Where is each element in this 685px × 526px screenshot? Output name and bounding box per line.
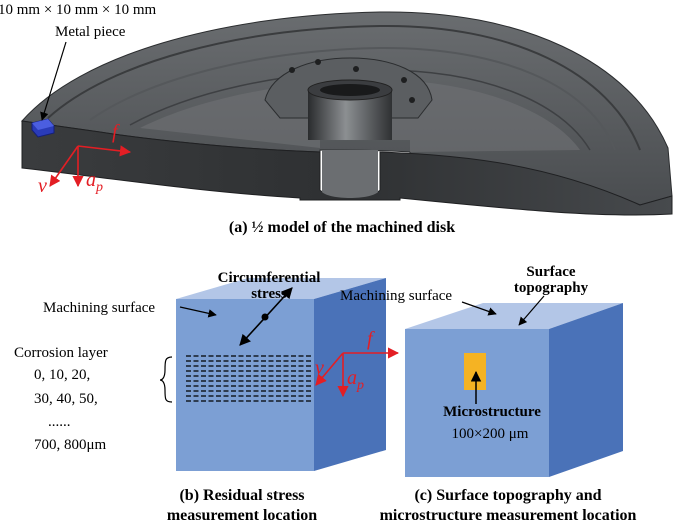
depth-values-2: 30, 40, 50, <box>34 391 98 407</box>
axis-f-arrow <box>77 145 132 157</box>
disk-cross-section <box>21 120 673 216</box>
axis-v-arrow <box>49 145 79 187</box>
caption-b-2: measurement location <box>167 507 317 524</box>
cube-c-top <box>405 303 623 329</box>
cube-c-front <box>405 329 549 477</box>
disk-model <box>21 11 673 216</box>
bolt-hole <box>289 67 295 73</box>
machining-surface-leader-c <box>461 301 497 316</box>
microstructure-patch <box>464 353 486 390</box>
axis-f-label: f <box>112 121 120 143</box>
bolt-hole <box>315 59 321 65</box>
middle-axes: f v ap <box>315 328 400 398</box>
surface-topography-label-1: Surface <box>526 264 575 280</box>
caption-c-1: (c) Surface topography and <box>414 487 601 504</box>
circumferential-label-1: Circumferential <box>218 270 321 286</box>
axis-ap-label: ap <box>86 169 103 195</box>
metal-piece-leader <box>40 41 67 121</box>
cube-b-front <box>176 299 314 471</box>
panel-b-cube <box>176 278 386 471</box>
metal-piece-top <box>32 119 54 130</box>
machining-surface-label-b: Machining surface <box>43 300 155 316</box>
caption-b-1: (b) Residual stress <box>179 487 304 504</box>
bolt-hole <box>353 66 359 72</box>
caption-c-2: microstructure measurement location <box>380 507 637 524</box>
metal-piece-label: Metal piece <box>55 24 126 40</box>
circumferential-label-2: stress <box>251 286 287 302</box>
machining-surface-label-c: Machining surface <box>340 288 452 304</box>
stress-point <box>261 313 269 321</box>
depth-brace <box>159 356 173 403</box>
microstructure-size: 100×200 μm <box>452 426 529 442</box>
dimension-label: 10 mm × 10 mm × 10 mm <box>0 2 157 18</box>
axis-v-arrow-c <box>315 352 344 386</box>
top-axes: f v ap <box>38 121 132 197</box>
axis-v-label-c: v <box>315 357 324 379</box>
surface-topography-leader <box>518 295 545 326</box>
cube-c-side <box>549 303 623 477</box>
bolt-hole <box>409 97 415 103</box>
panel-c-cube <box>405 303 623 477</box>
machining-surface-leader-b <box>179 306 217 318</box>
surface-topography-label-2: topography <box>514 280 589 296</box>
cube-b-side <box>314 278 386 471</box>
caption-a: (a) ½ model of the machined disk <box>229 219 455 236</box>
depth-values-4: 700, 800μm <box>34 437 107 453</box>
corrosion-layer-label: Corrosion layer <box>14 345 108 361</box>
disk-hub-bore <box>320 84 380 96</box>
depth-values-3: ...... <box>48 414 71 430</box>
microstructure-label: Microstructure <box>443 404 541 420</box>
corrosion-dashes <box>186 355 312 402</box>
depth-values-1: 0, 10, 20, <box>34 367 90 383</box>
disk-ring-1 <box>47 24 641 151</box>
disk-ring-2 <box>89 46 616 151</box>
axis-v-label: v <box>38 175 47 197</box>
bolt-hole <box>401 77 407 83</box>
disk-bore-section <box>322 150 378 198</box>
axis-f-label-c: f <box>367 328 375 350</box>
axis-ap-label-c: ap <box>347 367 364 393</box>
